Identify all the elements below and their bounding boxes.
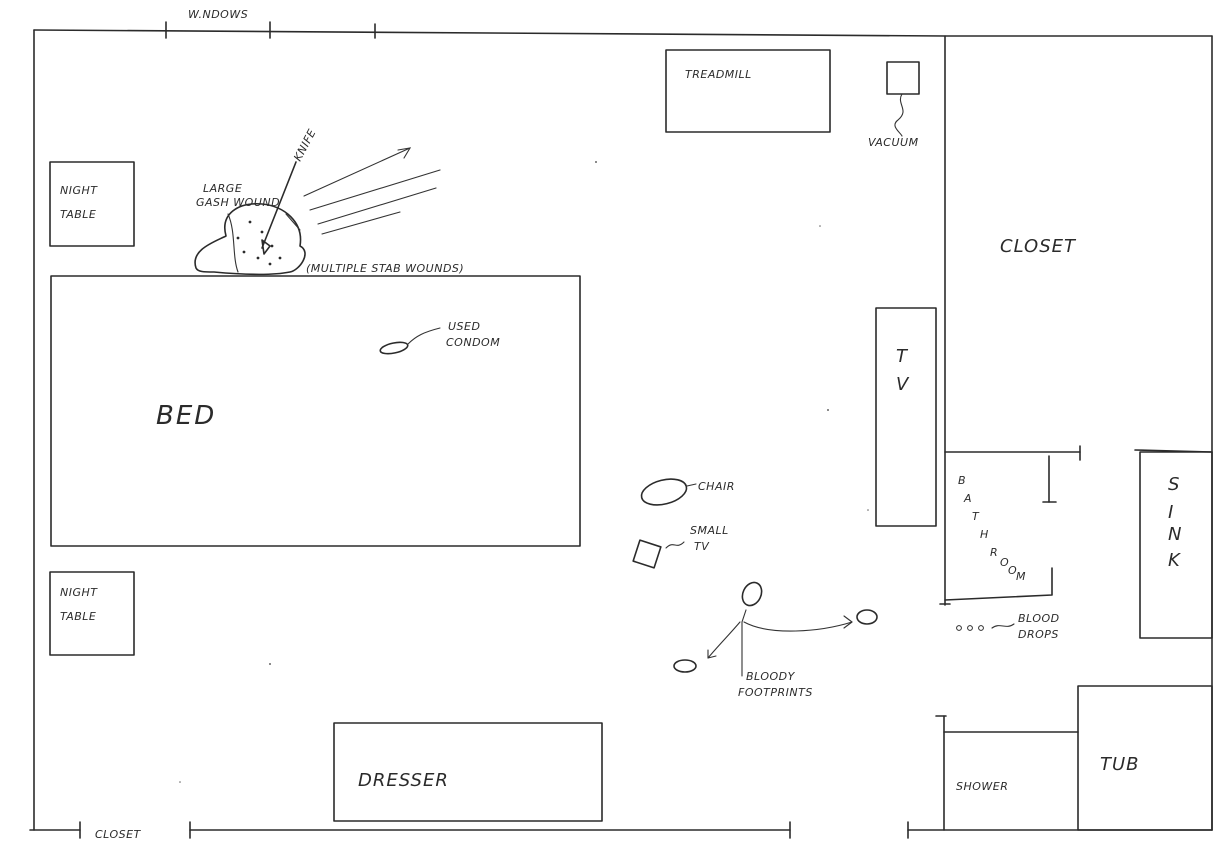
treadmill bbox=[665, 49, 831, 133]
vacuum bbox=[886, 61, 920, 95]
closet-bottom-label: CLOSET bbox=[95, 828, 142, 841]
chair-leader-line bbox=[686, 483, 697, 487]
small-tv-leader-line bbox=[665, 541, 685, 549]
bloody-footprints-label: BLOODY FOOTPRINTS bbox=[738, 670, 813, 699]
night-table-top bbox=[49, 161, 135, 247]
closet-label: CLOSET bbox=[1000, 236, 1077, 257]
small-tv-label: SMALL TV bbox=[690, 524, 733, 553]
footprint-1 bbox=[741, 581, 763, 607]
tv bbox=[875, 307, 937, 527]
tub-label: TUB bbox=[1100, 754, 1140, 775]
vacuum-leader-line bbox=[894, 93, 904, 137]
dresser-label: DRESSER bbox=[358, 770, 449, 791]
bed-label: BED bbox=[156, 401, 216, 431]
stab-wounds-label: (MULTIPLE STAB WOUNDS) bbox=[306, 262, 464, 275]
footprint-2 bbox=[856, 609, 878, 625]
blood-drops bbox=[956, 625, 984, 631]
dresser bbox=[333, 722, 603, 822]
used-condom bbox=[379, 341, 409, 355]
tub bbox=[1077, 685, 1213, 831]
bloody-footprints bbox=[673, 581, 878, 677]
vacuum-label: VACUUM bbox=[868, 136, 919, 149]
footprint-3 bbox=[673, 659, 697, 673]
windows-label: W.NDOWS bbox=[188, 8, 248, 21]
closet-walls bbox=[939, 35, 1213, 606]
bed bbox=[50, 275, 581, 547]
victim-wound-sketch bbox=[194, 147, 441, 276]
night-table-bottom-label: NIGHT TABLE bbox=[60, 586, 102, 623]
gash-wound-label: LARGE GASH WOUND bbox=[196, 182, 280, 209]
condom-leader-line bbox=[407, 327, 441, 345]
sink-label: S I N K bbox=[1168, 474, 1189, 571]
shower-label: SHOWER bbox=[956, 780, 1008, 793]
chair bbox=[640, 478, 688, 506]
night-table-bottom bbox=[49, 571, 135, 656]
knife-label: KNIFE bbox=[291, 127, 319, 164]
small-tv bbox=[632, 539, 662, 569]
blood-drops-leader-line bbox=[991, 623, 1015, 629]
sink bbox=[1139, 451, 1213, 639]
pencil-specks bbox=[179, 161, 869, 783]
night-table-top-label: NIGHT TABLE bbox=[60, 184, 102, 221]
bathroom-label: B A T H R O O M bbox=[958, 474, 1026, 583]
chair-label: CHAIR bbox=[698, 480, 735, 493]
tv-label: T V bbox=[896, 346, 915, 395]
treadmill-label: TREADMILL bbox=[685, 68, 752, 81]
used-condom-label: USED CONDOM bbox=[446, 320, 500, 349]
blood-drops-label: BLOOD DROPS bbox=[1018, 612, 1064, 641]
